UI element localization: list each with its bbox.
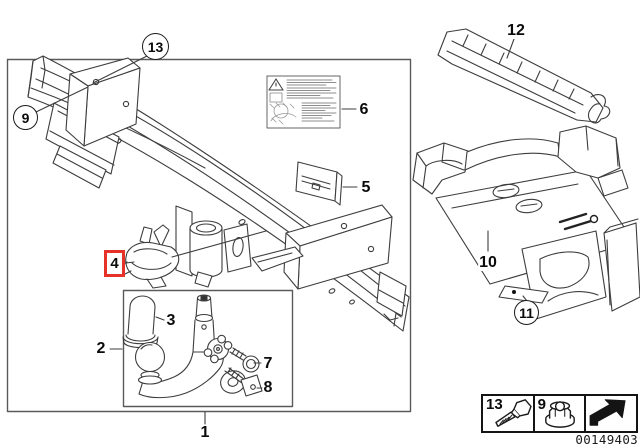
hex-bolt-icon [494,399,532,427]
callout-6[interactable]: 6 [358,101,370,118]
main-parts-box [6,58,412,413]
callout-3[interactable]: 3 [165,312,177,329]
carrier-strip-drawing [437,28,611,124]
cover-cap-drawing [122,295,159,349]
callout-2[interactable]: 2 [95,340,107,357]
callout-9-circle[interactable]: 9 [13,105,38,130]
callout-12[interactable]: 12 [506,22,526,39]
legend-bolt-label: 13 [486,396,503,413]
legend-cell-continue[interactable] [586,396,636,431]
towbar-ball-drawing [134,294,246,399]
callout-13-circle[interactable]: 13 [142,33,169,60]
lock-and-key-drawing [224,347,263,397]
callout-5[interactable]: 5 [360,179,372,196]
bar-end-bracket-drawing [376,271,407,321]
fasteners-legend: 13 9 [481,394,638,433]
cover-plate-drawing [295,161,343,206]
callout-7[interactable]: 7 [262,355,274,372]
continue-arrow-icon [589,399,626,426]
hitch-receiver-drawing [175,205,304,288]
callout-11-circle[interactable]: 11 [514,300,539,325]
legend-cell-nut[interactable]: 9 [535,396,587,431]
right-mount-bracket-drawing [283,204,393,290]
callout-10[interactable]: 10 [478,254,498,271]
towbar-kit-box [122,289,294,408]
drawing-number: 00149403 [575,432,638,447]
legend-nut-label: 9 [537,396,547,413]
warning-label-drawing [266,75,341,129]
retainer-plate-drawing [498,285,549,304]
callout-8[interactable]: 8 [262,379,274,396]
callout-1[interactable]: 1 [199,424,211,441]
callout-4-highlighted[interactable]: 4 [104,250,125,277]
legend-cell-bolt[interactable]: 13 [483,396,535,431]
left-mount-bracket-drawing [65,57,141,147]
flange-nut-icon [545,401,576,428]
callout-4-label: 4 [110,255,119,272]
